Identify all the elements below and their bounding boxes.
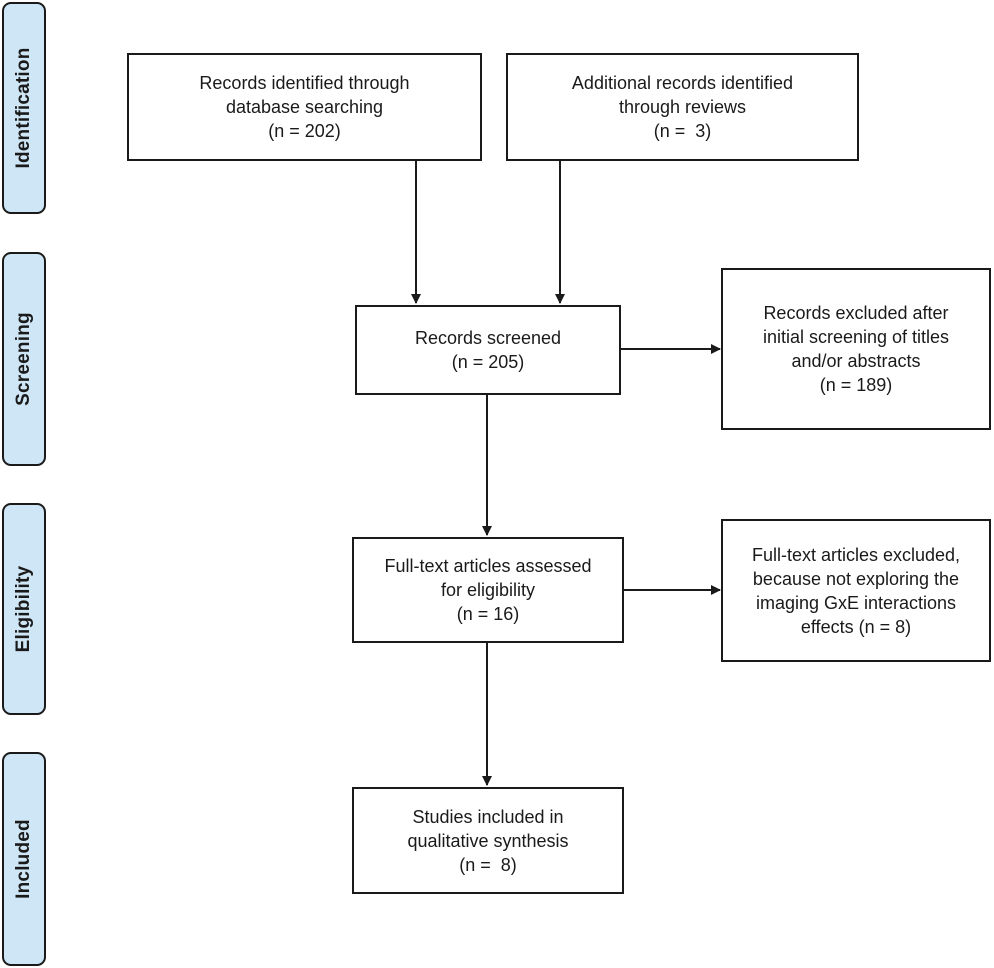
records-excluded-line3: and/or abstracts	[791, 351, 921, 371]
phase-screening: Screening	[2, 252, 46, 466]
additional-records-line1: Additional records identified	[571, 73, 794, 93]
phase-eligibility: Eligibility	[2, 503, 46, 715]
records-excluded-count: (n = 189)	[819, 375, 893, 395]
database-search-count: (n = 202)	[268, 121, 341, 141]
box-database-search: Records identified through database sear…	[127, 53, 482, 161]
full-text-assessed-line1: Full-text articles assessed	[384, 556, 592, 576]
records-excluded-line1: Records excluded after	[763, 303, 949, 323]
studies-included-count: (n = 8)	[459, 854, 517, 875]
records-screened-line1: Records screened	[414, 328, 562, 348]
box-records-excluded: Records excluded after initial screening…	[721, 268, 991, 430]
phase-included: Included	[2, 752, 46, 966]
full-text-assessed-line2: for eligibility	[440, 580, 536, 600]
database-search-line2: database searching	[225, 97, 384, 117]
studies-included-line2: qualitative synthesis	[407, 830, 569, 851]
additional-records-count: (n = 3)	[653, 121, 712, 141]
studies-included-line1: Studies included in	[412, 806, 564, 827]
full-text-excluded-line3: imaging GxE interactions	[755, 592, 957, 613]
box-records-screened: Records screened (n = 205)	[355, 305, 621, 395]
additional-records-line2: through reviews	[618, 97, 747, 117]
full-text-excluded-line2: because not exploring the	[752, 568, 960, 589]
box-full-text-excluded: Full-text articles excluded, because not…	[721, 519, 991, 662]
records-screened-count: (n = 205)	[451, 352, 525, 372]
box-additional-records: Additional records identified through re…	[506, 53, 859, 161]
phase-identification: Identification	[2, 2, 46, 214]
full-text-excluded-line1: Full-text articles excluded,	[751, 544, 961, 565]
database-search-line1: Records identified through	[199, 73, 410, 93]
full-text-assessed-count: (n = 16)	[456, 604, 520, 624]
box-full-text-assessed: Full-text articles assessed for eligibil…	[352, 537, 624, 643]
full-text-excluded-line4: effects (n = 8)	[800, 616, 912, 637]
box-studies-included: Studies included in qualitative synthesi…	[352, 787, 624, 894]
records-excluded-line2: initial screening of titles	[762, 327, 950, 347]
